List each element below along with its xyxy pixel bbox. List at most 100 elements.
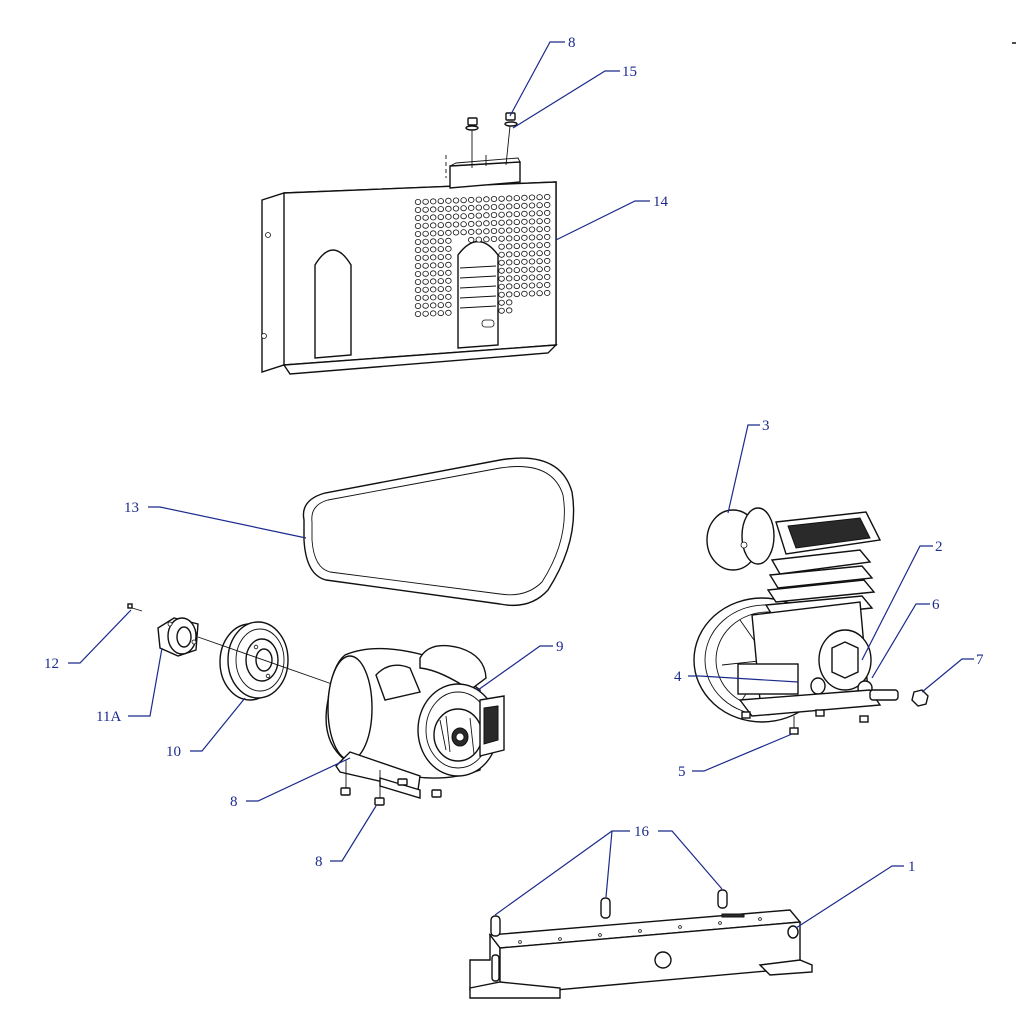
vent-hole — [513, 219, 520, 226]
vent-hole — [513, 195, 520, 202]
vent-hole — [498, 283, 505, 290]
vent-hole — [452, 205, 460, 212]
vent-hole — [536, 234, 543, 241]
vent-hole — [445, 245, 452, 252]
vent-hole — [498, 243, 505, 250]
vent-hole — [445, 309, 452, 316]
vent-hole — [414, 222, 422, 229]
callout-4: 4 — [674, 669, 682, 685]
vent-hole — [414, 238, 422, 245]
vent-hole — [528, 282, 536, 289]
callout-12: 12 — [44, 656, 59, 672]
vent-hole — [430, 270, 437, 277]
vent-hole — [521, 210, 528, 217]
vent-hole — [513, 267, 520, 274]
vent-hole — [483, 212, 490, 219]
vent-hole — [506, 267, 513, 274]
vent-hole — [452, 213, 460, 220]
vent-hole — [414, 214, 422, 221]
vent-hole — [437, 222, 444, 229]
vent-hole — [506, 299, 513, 306]
vent-hole — [445, 269, 452, 276]
guard-bolts — [465, 112, 518, 168]
vent-hole — [414, 230, 422, 237]
vent-hole — [521, 202, 528, 209]
vent-hole — [490, 195, 498, 202]
callout-16: 16 — [634, 824, 650, 840]
vent-hole — [506, 259, 513, 266]
vent-hole — [498, 211, 505, 218]
vent-hole — [498, 251, 505, 258]
vent-hole — [475, 228, 482, 235]
vent-hole — [445, 221, 452, 228]
vent-hole — [445, 205, 452, 212]
vent-hole — [452, 221, 460, 228]
vent-hole — [544, 193, 551, 200]
callout-5: 5 — [678, 764, 686, 780]
vent-hole — [498, 227, 505, 234]
vent-hole — [414, 198, 422, 205]
vent-hole — [498, 267, 505, 274]
vent-hole — [430, 286, 437, 293]
callout-leaders — [68, 41, 974, 929]
vent-hole — [536, 250, 543, 257]
vent-hole — [513, 283, 520, 290]
belt-guard — [261, 155, 558, 375]
vent-hole — [475, 220, 482, 227]
vent-hole — [521, 226, 528, 233]
callout-10: 9 — [556, 639, 564, 655]
callout-8-bottom: 8 — [315, 854, 323, 870]
vent-hole — [475, 212, 482, 219]
vent-hole — [414, 294, 422, 301]
vent-hole — [437, 214, 444, 221]
vent-hole — [498, 291, 505, 298]
vent-hole — [422, 198, 429, 205]
vent-hole — [430, 246, 437, 253]
vent-hole — [468, 220, 475, 227]
vent-hole — [513, 211, 520, 218]
vent-hole — [437, 262, 444, 269]
vent-hole — [544, 225, 551, 232]
vent-hole — [483, 196, 490, 203]
vent-hole — [475, 196, 482, 203]
vent-hole — [414, 254, 422, 261]
vent-hole — [528, 194, 536, 201]
vent-hole — [445, 213, 452, 220]
vent-hole — [422, 302, 429, 309]
vent-hole — [544, 265, 551, 272]
callout-9: 8 — [230, 794, 238, 810]
vent-hole — [437, 206, 444, 213]
vent-hole — [498, 275, 505, 282]
vent-hole — [536, 290, 543, 297]
vent-hole — [536, 274, 543, 281]
vent-hole — [544, 209, 551, 216]
vent-hole — [437, 294, 444, 301]
vent-hole — [513, 203, 520, 210]
vent-hole — [528, 290, 536, 297]
vent-hole — [437, 302, 444, 309]
vent-hole — [483, 220, 490, 227]
vent-hole — [528, 274, 536, 281]
vent-hole — [490, 203, 498, 210]
vent-hole — [422, 278, 429, 285]
vent-hole — [521, 250, 528, 257]
vent-hole — [536, 266, 543, 273]
vent-hole — [513, 227, 520, 234]
vent-hole — [528, 258, 536, 265]
vent-hole — [468, 228, 475, 235]
vent-hole — [528, 266, 536, 273]
vent-hole — [506, 211, 513, 218]
vent-hole — [536, 258, 543, 265]
vent-hole — [521, 282, 528, 289]
v-belt — [302, 457, 575, 607]
vent-hole — [430, 198, 437, 205]
vent-hole — [528, 234, 536, 241]
vent-hole — [506, 235, 513, 242]
vent-hole — [506, 275, 513, 282]
motor-pulley — [219, 621, 289, 701]
vent-hole — [452, 229, 460, 236]
vent-hole — [437, 310, 444, 317]
vent-hole — [528, 242, 536, 249]
vent-hole — [430, 214, 437, 221]
vent-hole — [528, 202, 536, 209]
